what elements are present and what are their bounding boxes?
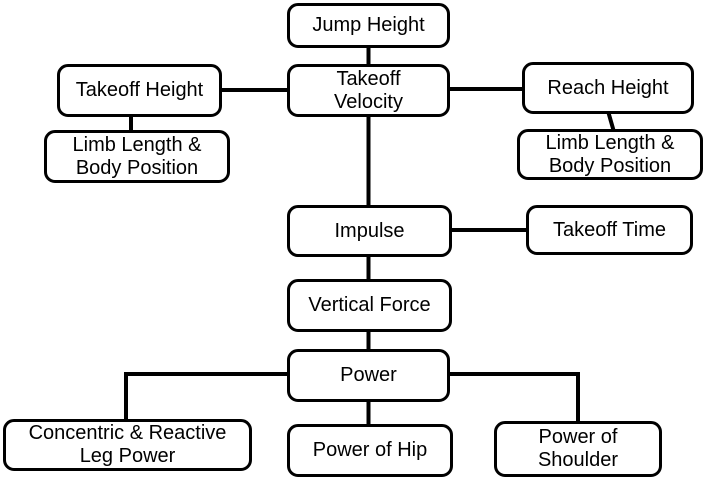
node-takeoff-velocity: Takeoff Velocity <box>287 64 450 117</box>
node-takeoff-time: Takeoff Time <box>526 205 693 255</box>
node-vertical-force: Vertical Force <box>287 279 452 332</box>
connector-power-to-power-of-shoulder <box>447 372 580 424</box>
node-power: Power <box>287 349 450 402</box>
node-power-of-shoulder: Power of Shoulder <box>494 421 662 477</box>
node-impulse: Impulse <box>287 205 452 257</box>
node-power-of-hip: Power of Hip <box>287 424 453 477</box>
node-limb-length-body-position-right: Limb Length & Body Position <box>517 129 703 180</box>
node-limb-length-body-position-left: Limb Length & Body Position <box>44 130 230 183</box>
node-takeoff-height: Takeoff Height <box>57 64 222 117</box>
node-concentric-reactive-leg-power: Concentric & Reactive Leg Power <box>3 419 252 471</box>
connector-power-to-concentric-reactive-leg-power <box>124 372 290 422</box>
connector-reach-height-to-limb-length-right <box>606 110 616 133</box>
node-reach-height: Reach Height <box>522 62 694 114</box>
node-jump-height: Jump Height <box>287 3 450 48</box>
